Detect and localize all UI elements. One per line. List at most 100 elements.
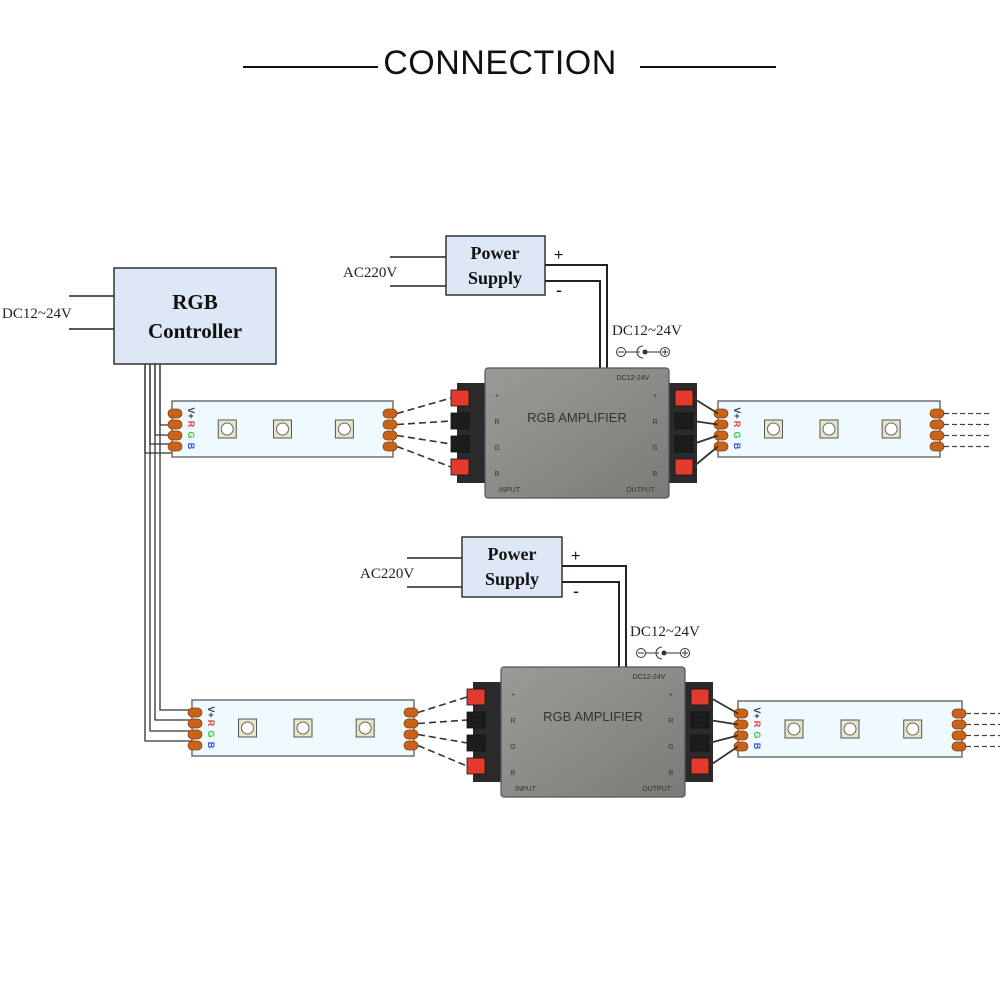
polarity-symbol-icon <box>636 646 690 660</box>
pin-label-b: B <box>186 443 196 450</box>
led-lens <box>906 722 920 736</box>
input-terminal-black <box>466 734 486 752</box>
input-terminal-black <box>450 412 470 430</box>
output-terminal-red <box>690 757 710 775</box>
pin-label-g: G <box>206 730 216 737</box>
strip-to-amp-wire <box>417 744 468 767</box>
solder-pad <box>713 408 729 419</box>
power-supply-label-2b: Supply <box>485 569 539 589</box>
solder-pad <box>403 707 419 718</box>
solder-pad <box>187 707 203 718</box>
plus-terminal-label-2: + <box>571 548 580 565</box>
title-rule-left <box>243 66 378 68</box>
solder-pad <box>713 441 729 452</box>
input-label: INPUT <box>499 487 521 494</box>
solder-pad <box>733 730 749 741</box>
amplifier-name: RGB AMPLIFIER <box>527 410 627 425</box>
input-pin-label: R <box>494 419 499 426</box>
pin-label-vplus: V+ <box>186 407 196 418</box>
ac-input-label-1: AC220V <box>343 265 397 281</box>
solder-pad <box>167 419 183 430</box>
solder-pad <box>187 740 203 751</box>
input-pin-label: + <box>495 393 499 400</box>
solder-pad <box>382 441 398 452</box>
strip-to-amp-wire <box>417 733 468 744</box>
output-pin-label: G <box>652 445 657 452</box>
solder-pad <box>167 430 183 441</box>
led-lens <box>787 722 801 736</box>
pin-label-r: R <box>186 421 196 428</box>
led-lens <box>884 422 898 436</box>
solder-pad <box>403 718 419 729</box>
output-pin-label: R <box>668 718 673 725</box>
solder-pad <box>929 408 945 419</box>
pin-label-g: G <box>732 431 742 438</box>
power-supply-label-1a: Power <box>471 243 520 263</box>
power-supply-label-1b: Supply <box>468 268 522 288</box>
solder-pad <box>951 708 967 719</box>
plus-terminal-label-1: + <box>554 247 563 264</box>
power-supply-box-2 <box>461 536 563 598</box>
output-terminal-red <box>674 389 694 407</box>
led-lens <box>337 422 351 436</box>
solder-pad <box>929 441 945 452</box>
pin-label-g: G <box>186 431 196 438</box>
solder-pad <box>951 730 967 741</box>
solder-pad <box>403 729 419 740</box>
solder-pad <box>403 740 419 751</box>
bus-wire-g-2 <box>149 364 205 732</box>
controller-box <box>113 267 277 365</box>
output-pin-label: + <box>669 692 673 699</box>
dc-output-voltage-2: DC12~24V <box>630 624 700 640</box>
solder-pad <box>167 441 183 452</box>
title-header: CONNECTION <box>0 40 1000 94</box>
input-label: INPUT <box>515 786 537 793</box>
controller-input-voltage: DC12~24V <box>2 306 72 322</box>
amplifier-rating: DC12-24V <box>633 674 666 681</box>
input-terminal-red <box>450 458 470 476</box>
input-pin-label: + <box>511 692 515 699</box>
pin-label-b: B <box>206 742 216 749</box>
amp-to-strip-wire <box>708 734 739 744</box>
strip-to-amp-wire <box>396 445 452 468</box>
amp-to-strip-wire <box>692 434 719 445</box>
led-lens <box>822 422 836 436</box>
input-terminal-red <box>466 688 486 706</box>
power-supply-box-1 <box>445 235 546 296</box>
output-pin-label: + <box>653 393 657 400</box>
pin-label-g: G <box>752 731 762 738</box>
led-lens <box>843 722 857 736</box>
amp-to-strip-wire <box>708 696 739 715</box>
solder-pad <box>733 741 749 752</box>
input-terminal-black <box>466 711 486 729</box>
solder-pad <box>951 719 967 730</box>
power-supply-label-2a: Power <box>488 544 537 564</box>
amp-to-strip-wire <box>708 719 739 726</box>
led-lens <box>358 721 372 735</box>
led-strip-3: V+RGB <box>187 699 419 757</box>
amplifier-body <box>484 367 670 499</box>
input-pin-label: G <box>510 744 515 751</box>
solder-pad <box>929 430 945 441</box>
output-terminal-red <box>674 458 694 476</box>
output-pin-label: G <box>668 744 673 751</box>
pin-label-r: R <box>752 721 762 728</box>
pin-label-vplus: V+ <box>752 707 762 718</box>
pin-label-b: B <box>752 743 762 750</box>
pin-label-vplus: V+ <box>206 706 216 717</box>
strip-to-amp-wire <box>396 420 452 426</box>
pin-label-vplus: V+ <box>732 407 742 418</box>
dc-minus-wire-2 <box>562 581 620 667</box>
amplifier-wiring <box>396 397 739 767</box>
output-label: OUTPUT <box>642 786 672 793</box>
amp-to-strip-wire <box>692 445 719 468</box>
input-terminal-red <box>450 389 470 407</box>
amp-to-strip-wire <box>692 420 719 426</box>
minus-terminal-label-1: - <box>556 280 562 300</box>
strip-to-amp-wire <box>417 719 468 725</box>
